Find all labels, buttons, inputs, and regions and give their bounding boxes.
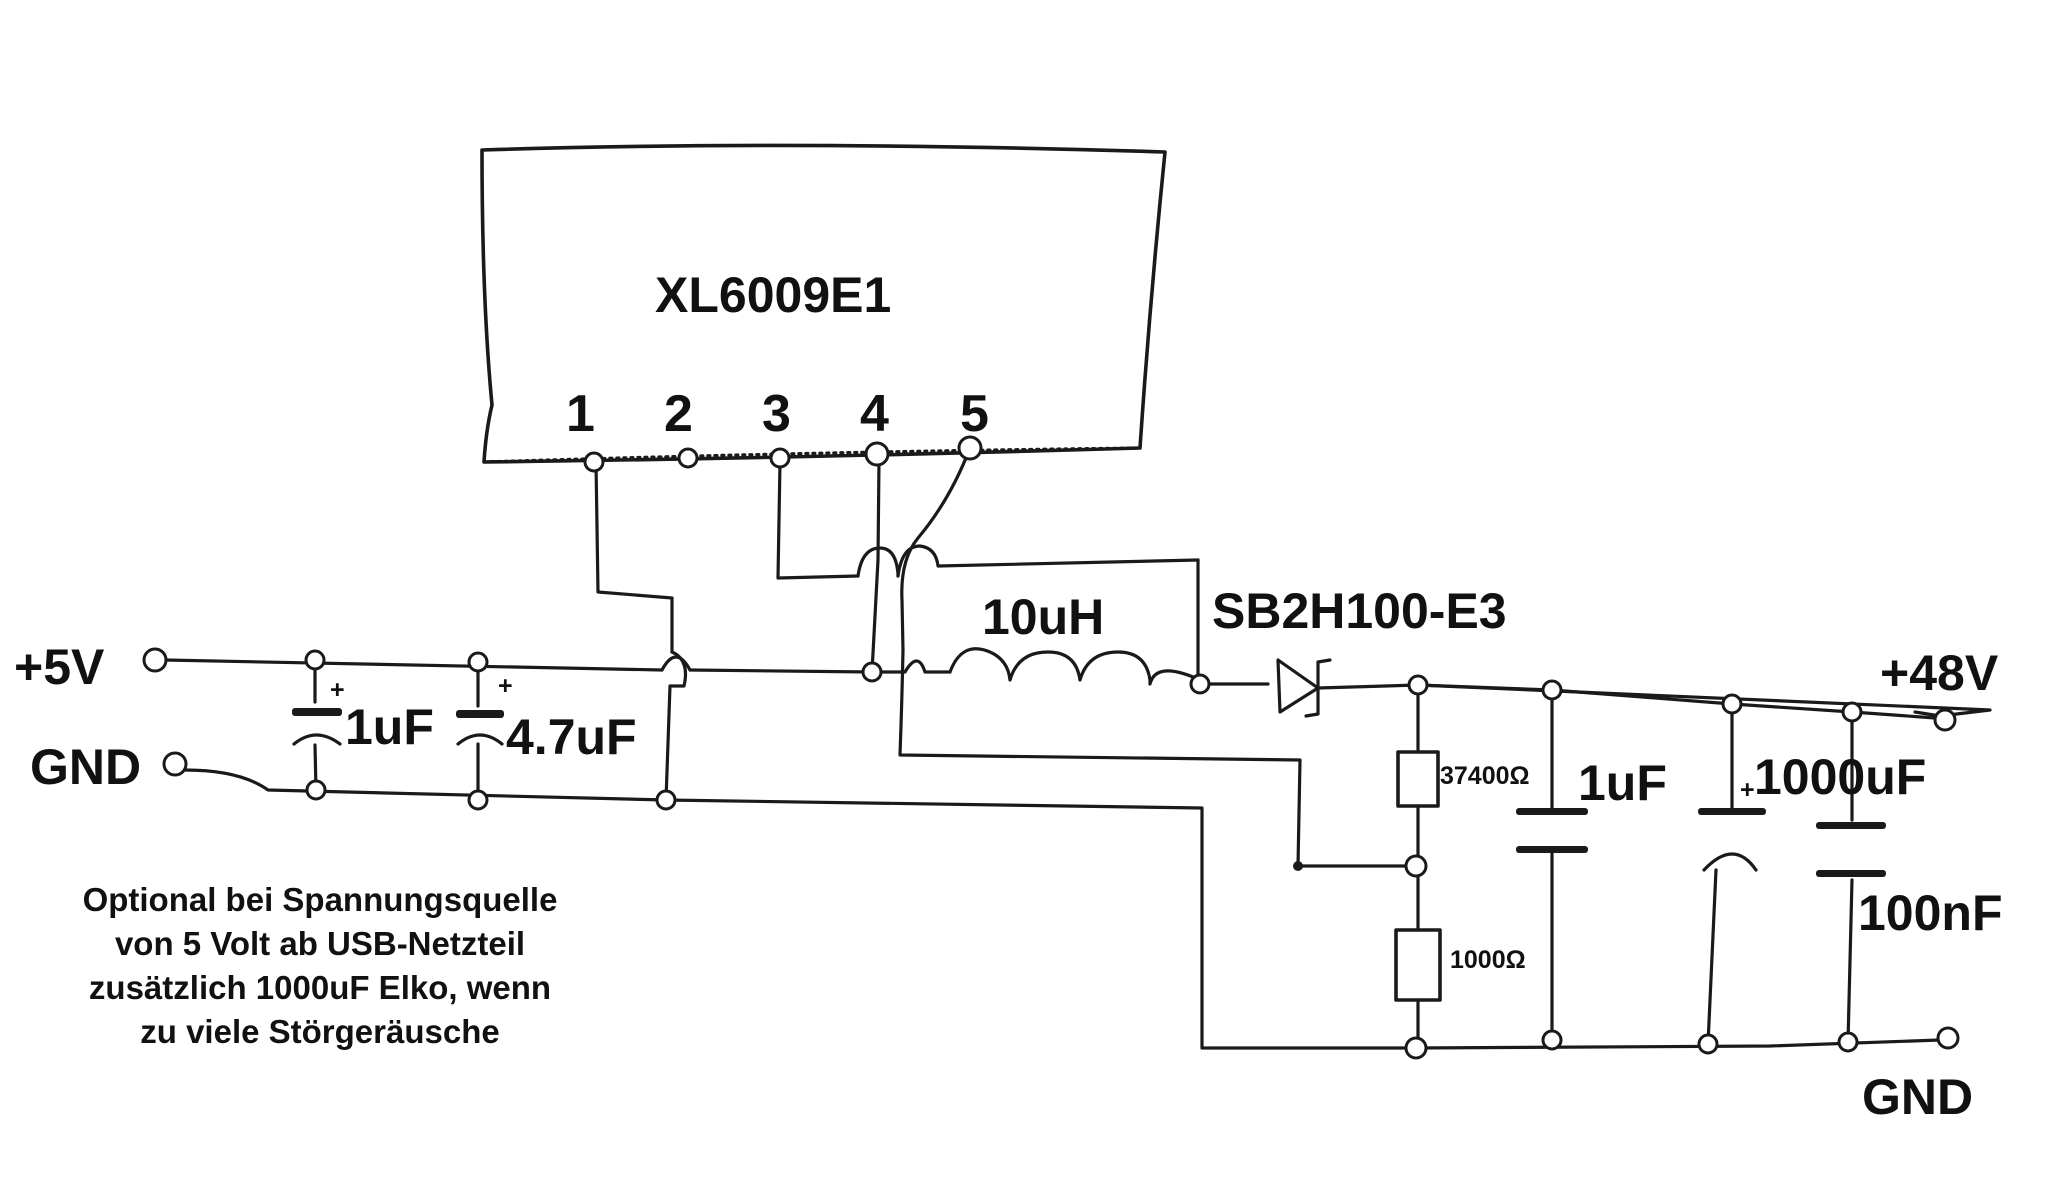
note-line-4: zu viele Störgeräusche <box>140 1013 500 1050</box>
pin-label-4: 4 <box>860 385 889 443</box>
wire-input-rail <box>163 658 874 674</box>
note-line-3: zusätzlich 1000uF Elko, wenn <box>88 969 552 1006</box>
wire-pin3 <box>776 460 860 580</box>
node-cap-out-1-bottom <box>1541 1029 1563 1051</box>
node-cap-out-3-bottom <box>1837 1031 1859 1053</box>
diode-symbol <box>1276 658 1332 718</box>
cap-out-3-plate-bottom <box>1816 870 1886 877</box>
node-divider-bottom <box>1404 1036 1428 1060</box>
pin-label-5: 5 <box>960 385 989 443</box>
resistor-top-label: 37400Ω <box>1440 762 1530 790</box>
output-positive-label: +48V <box>1880 645 1999 701</box>
wire-pin1 <box>594 460 674 654</box>
wire-pin4 <box>870 458 881 674</box>
note-line-1: Optional bei Spannungsquelle <box>82 881 558 918</box>
wire-input-link <box>664 650 688 802</box>
optional-note: Optional bei Spannungsquelle von 5 Volt … <box>10 878 630 1054</box>
cap-out-2-label: 1000uF <box>1754 749 1927 805</box>
cap-in-1-label: 1uF <box>345 699 434 755</box>
resistor-top-body <box>1396 750 1440 808</box>
node-pin2 <box>677 447 699 469</box>
node-inductor-out <box>1189 673 1211 695</box>
node-pin1 <box>583 451 605 473</box>
pin-label-1: 1 <box>566 385 595 443</box>
cap-in-2-polarity: + <box>498 672 513 700</box>
cap-out-1-label: 1uF <box>1578 755 1667 811</box>
node-cap-in-1-bottom <box>305 779 327 801</box>
note-line-2: von 5 Volt ab USB-Netzteil <box>114 925 526 962</box>
node-output-ground <box>1936 1026 1960 1050</box>
resistor-bottom-label: 1000Ω <box>1450 946 1526 974</box>
node-ground-link <box>655 789 677 811</box>
wire-hop-a <box>856 546 900 578</box>
cap-in-2-plate <box>456 710 504 718</box>
cap-out-1-plate-bottom <box>1516 846 1588 853</box>
inductor-symbol <box>948 647 1202 686</box>
cap-in-1-curve <box>292 733 342 746</box>
node-switch <box>861 661 883 683</box>
resistor-bottom-body <box>1394 928 1442 1002</box>
cap-in-1-polarity: + <box>330 676 345 704</box>
input-ground-label: GND <box>30 739 142 795</box>
wire-to-inductor <box>870 659 952 674</box>
wire-pin5 <box>900 446 972 652</box>
chip-outline <box>480 143 1167 464</box>
wire-ground-rail <box>183 768 1942 1050</box>
inductor-label: 10uH <box>982 589 1105 645</box>
wire-feedback <box>898 648 1414 868</box>
cap-in-1-wires <box>313 658 318 792</box>
node-cap-out-3-top <box>1841 701 1863 723</box>
wire-input-hop <box>660 655 692 672</box>
cap-in-2-curve <box>456 733 504 746</box>
wire-hop-b <box>896 544 1200 578</box>
cap-in-1-plate <box>292 708 342 716</box>
pin-label-3: 3 <box>762 385 791 443</box>
pin-label-2: 2 <box>664 385 693 443</box>
node-cap-in-2-bottom <box>467 789 489 811</box>
node-pin3 <box>769 447 791 469</box>
node-input-positive <box>142 647 168 673</box>
output-ground-label: GND <box>1862 1069 1974 1125</box>
node-cap-out-1-top <box>1541 679 1563 701</box>
node-diode-out <box>1407 674 1429 696</box>
node-feedback <box>1293 861 1303 871</box>
node-pin4 <box>864 441 890 467</box>
cap-in-2-label: 4.7uF <box>506 709 637 765</box>
input-positive-label: +5V <box>14 639 105 695</box>
node-cap-in-2-top <box>467 651 489 673</box>
cap-out-2-curve <box>1702 852 1758 872</box>
node-cap-in-1-top <box>304 649 326 671</box>
cap-out-3-plate-top <box>1816 822 1886 829</box>
cap-out-3-label: 100nF <box>1858 885 2003 941</box>
cap-out-2-polarity: + <box>1740 776 1755 804</box>
cap-out-1-plate-top <box>1516 808 1588 815</box>
node-cap-out-2-bottom <box>1697 1033 1719 1055</box>
wire-diode <box>1198 682 1992 718</box>
node-input-ground <box>162 751 188 777</box>
node-cap-out-2-top <box>1721 693 1743 715</box>
node-pin5 <box>957 435 983 461</box>
cap-out-2-wires <box>1706 702 1734 1046</box>
cap-out-2-plate <box>1698 808 1766 815</box>
cap-out-3-wires <box>1846 710 1854 1044</box>
node-divider-mid <box>1404 854 1428 878</box>
chip-pin-row <box>482 446 1142 464</box>
diode-label: SB2H100-E3 <box>1212 583 1507 639</box>
node-output-positive <box>1933 708 1957 732</box>
chip-name: XL6009E1 <box>655 267 892 323</box>
